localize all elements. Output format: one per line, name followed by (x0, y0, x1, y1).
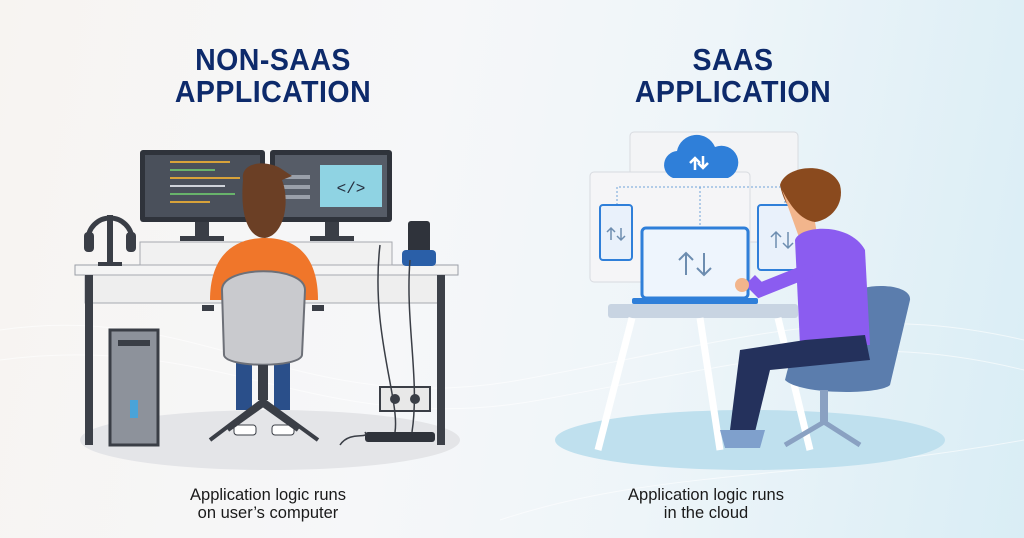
right-title-line2: APPLICATION (634, 74, 832, 109)
left-title: NON-SAAS APPLICATION (153, 44, 392, 108)
left-caption-line1: Application logic runs (190, 486, 346, 504)
right-caption: Application logic runs in the cloud (556, 486, 856, 522)
left-title-line1: NON-SAAS (195, 42, 351, 77)
right-caption-line1: Application logic runs (628, 486, 784, 504)
desk-top (608, 304, 798, 318)
floor-shadow (80, 410, 460, 470)
left-title-line2: APPLICATION (174, 74, 372, 109)
right-caption-line2: in the cloud (663, 504, 749, 522)
monitor-left (140, 150, 265, 241)
pc-tower (108, 328, 160, 447)
left-caption: Application logic runs on user’s compute… (118, 486, 418, 522)
power-outlet (339, 244, 435, 446)
person-at-laptop (720, 168, 870, 448)
right-title: SAAS APPLICATION (613, 44, 852, 108)
office-chair (202, 270, 324, 442)
desk-leg (437, 275, 445, 445)
device-tablet (599, 204, 633, 261)
non-saas-scene: </> (74, 150, 460, 470)
left-caption-line2: on user’s computer (197, 504, 339, 522)
desk-leg (85, 275, 93, 445)
cloud-icon (664, 134, 739, 178)
code-tag: </> (337, 180, 366, 198)
right-title-line1: SAAS (692, 42, 774, 77)
monitor-right: </> (270, 150, 392, 241)
phone-on-dock (402, 221, 436, 266)
saas-scene (555, 131, 945, 470)
laptop (632, 226, 758, 304)
office-chair (783, 285, 911, 448)
headphones-icon (84, 215, 136, 266)
